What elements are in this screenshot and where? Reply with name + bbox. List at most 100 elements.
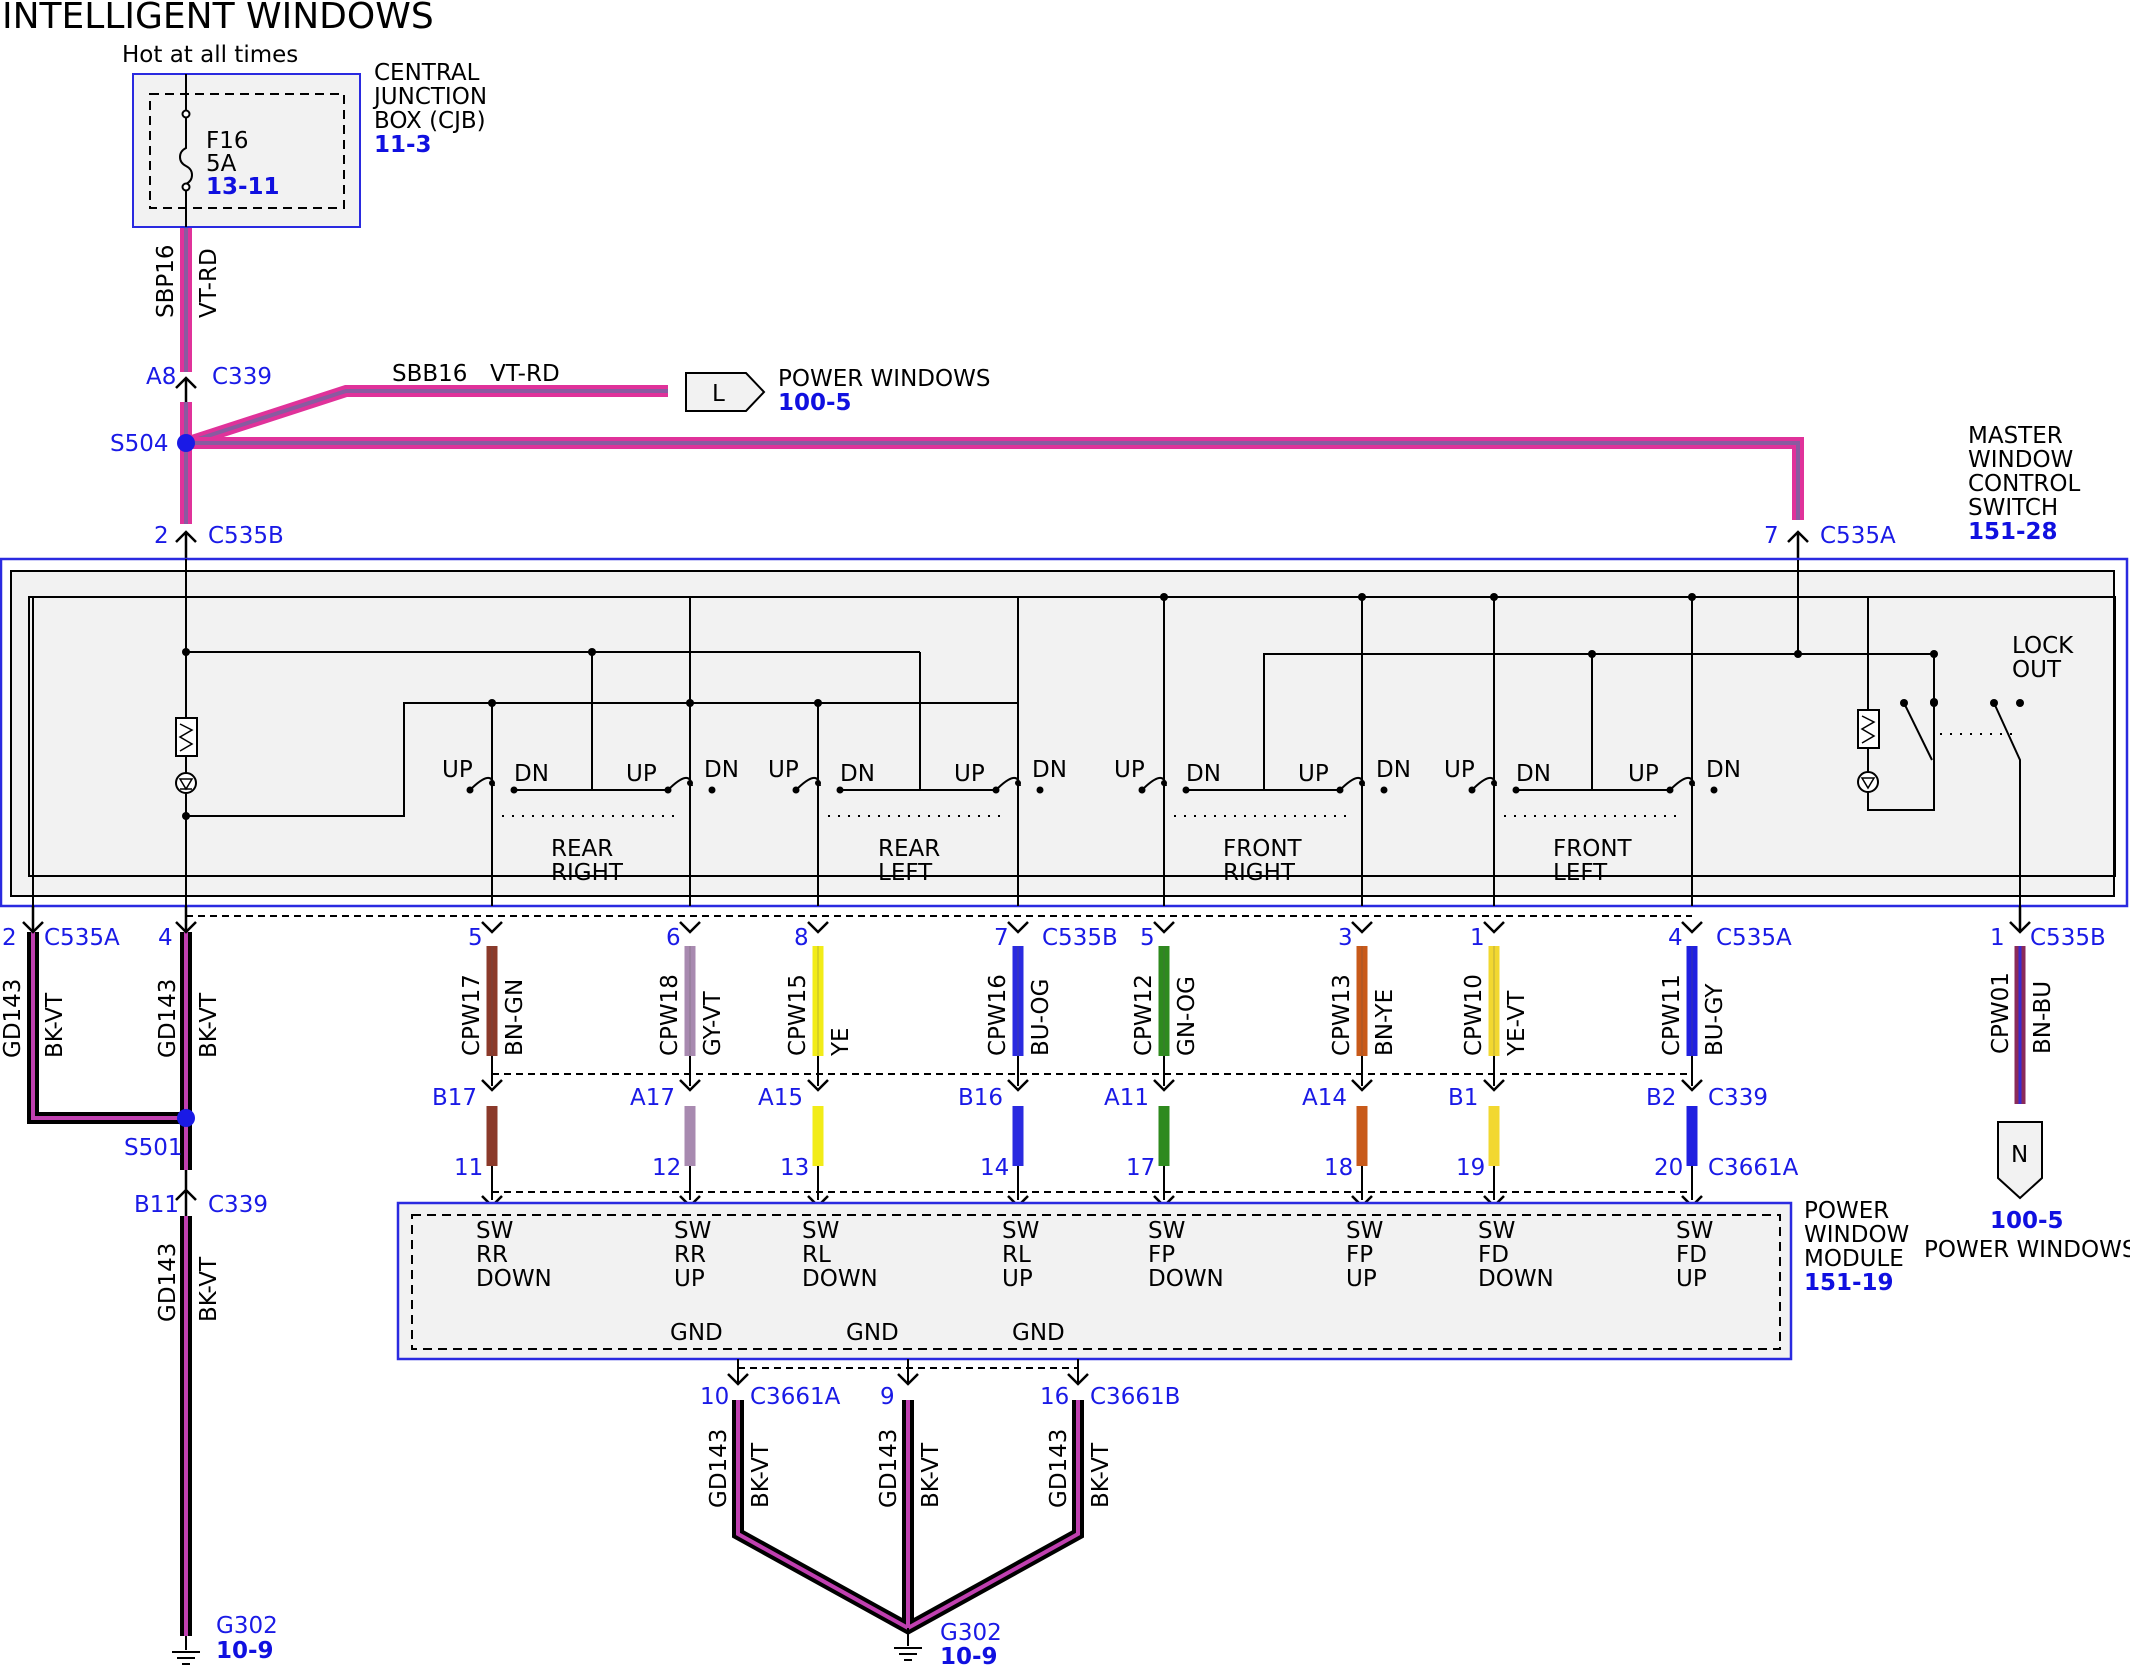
- switch-dn-label: DN: [704, 757, 739, 783]
- lockout-label-line1: LOCK: [2012, 633, 2074, 659]
- gnd-color-3: BK-VT: [1088, 1442, 1114, 1508]
- group-label-line1: REAR: [551, 836, 613, 862]
- module-ground-name: G302: [940, 1620, 1002, 1646]
- central-junction-box: F16 5A 13-11 CENTRAL JUNCTION BOX (CJB) …: [132, 60, 487, 228]
- feed-color-label: VT-RD: [196, 248, 222, 318]
- module-pin-line2: RL: [802, 1242, 831, 1268]
- module-pin-line3: DOWN: [802, 1266, 878, 1292]
- branch-destination-label: POWER WINDOWS: [778, 366, 990, 392]
- pwm-reference-link[interactable]: 151-19: [1804, 1270, 1894, 1296]
- cpw01-destination-label: POWER WINDOWS: [1924, 1237, 2130, 1263]
- master-label-line3: CONTROL: [1968, 471, 2081, 497]
- left-ground-path: 2 C535A 4 GD143 BK-VT GD143 BK-VT S501 B…: [0, 906, 278, 1665]
- module-pin-line1: SW: [674, 1218, 711, 1244]
- connector-top-icon: [1351, 921, 1373, 934]
- wire-circuit: CPW11: [1659, 974, 1685, 1056]
- master-window-control-switch: LOCK OUT: [0, 557, 2129, 908]
- wire-mid-pin: B16: [958, 1085, 1003, 1111]
- connector-top-icon: [1483, 921, 1505, 934]
- master-left-connector: C535B: [208, 523, 284, 549]
- wire-mid-pin: B17: [432, 1085, 477, 1111]
- wire-circuit: CPW13: [1329, 974, 1355, 1056]
- splice-s504-label: S504: [110, 431, 169, 457]
- wire-bottom-pin: 17: [1126, 1155, 1155, 1181]
- wire-top-connector: C535A: [1716, 925, 1792, 951]
- switch-up-label: UP: [1444, 757, 1475, 783]
- wire-color: GY-VT: [700, 990, 726, 1056]
- module-pin-line1: SW: [802, 1218, 839, 1244]
- gnd-circuit-2: GD143: [876, 1429, 902, 1508]
- wire-bottom-connector: C3661A: [1708, 1155, 1799, 1181]
- branch-reference-link[interactable]: 100-5: [778, 390, 852, 416]
- pwm-label-line2: WINDOW: [1804, 1222, 1909, 1248]
- cjb-reference-link[interactable]: 11-3: [374, 132, 432, 158]
- lockout-label-line2: OUT: [2012, 657, 2062, 683]
- connector-tag-l-icon: [685, 372, 766, 412]
- wire-top-connector: C535B: [1042, 925, 1118, 951]
- wire-mid-pin: A15: [758, 1085, 803, 1111]
- wire-mid-pin: B1: [1448, 1085, 1478, 1111]
- cpw01-tag: N: [2011, 1142, 2028, 1168]
- left-ground-pin-b: 4: [158, 925, 173, 951]
- connector-mid-icon: [679, 1079, 701, 1092]
- connector-mid-icon: [1153, 1079, 1175, 1092]
- connector-mid-icon: [1483, 1079, 1505, 1092]
- wire-top-pin: 5: [468, 925, 483, 951]
- connector-c535a-pin2-icon: [22, 906, 44, 934]
- wire-top-pin: 1: [1470, 925, 1485, 951]
- splice-s504-icon: [177, 434, 195, 452]
- connector-c535b-icon: [175, 530, 197, 560]
- left-ground-color-b: BK-VT: [196, 992, 222, 1058]
- fuse-icon: [179, 118, 193, 227]
- wire-circuit: CPW12: [1131, 974, 1157, 1056]
- left-ground-reference-link[interactable]: 10-9: [216, 1638, 274, 1664]
- branch-circuit-label: SBB16: [392, 361, 467, 387]
- switch-dn-label: DN: [1706, 757, 1741, 783]
- wire-bottom-pin: 20: [1654, 1155, 1683, 1181]
- connector-mid-icon: [1007, 1079, 1029, 1092]
- module-ground-reference-link[interactable]: 10-9: [940, 1644, 998, 1667]
- gnd-label-1: GND: [670, 1320, 723, 1346]
- cpw01-reference-link[interactable]: 100-5: [1990, 1208, 2064, 1234]
- wire-mid-connector: C339: [1708, 1085, 1768, 1111]
- module-pin-line1: SW: [1676, 1218, 1713, 1244]
- fuse-reference-link[interactable]: 13-11: [206, 174, 280, 200]
- connector-c339-icon: [175, 376, 197, 402]
- master-right-connector: C535A: [1820, 523, 1896, 549]
- cpw01-circuit: CPW01: [1988, 972, 2014, 1054]
- group-label-line1: FRONT: [1553, 836, 1633, 862]
- group-label-line2: LEFT: [878, 860, 933, 886]
- power-window-module: SWRRDOWNSWRRUPSWRLDOWNSWRLUPSWFPDOWNSWFP…: [396, 1201, 1793, 1361]
- master-label-line2: WINDOW: [1968, 447, 2073, 473]
- feed-circuit-label: SBP16: [153, 244, 179, 318]
- splice-s501-label: S501: [124, 1135, 183, 1161]
- wire-circuit: CPW17: [459, 974, 485, 1056]
- group-label-line2: LEFT: [1553, 860, 1608, 886]
- diagram-title: INTELLIGENT WINDOWS: [2, 0, 434, 37]
- left-ground-circuit-a: GD143: [0, 979, 26, 1058]
- module-ground-symbol-icon: [894, 1628, 922, 1661]
- master-reference-link[interactable]: 151-28: [1968, 519, 2058, 545]
- module-pin-line1: SW: [1002, 1218, 1039, 1244]
- module-pin-line2: RR: [476, 1242, 508, 1268]
- switch-dn-label: DN: [1376, 757, 1411, 783]
- switch-dn-label: DN: [840, 761, 875, 787]
- group-label-line1: REAR: [878, 836, 940, 862]
- module-pin-line2: RR: [674, 1242, 706, 1268]
- wire-circuit: CPW18: [657, 974, 683, 1056]
- wire-bottom-pin: 11: [454, 1155, 483, 1181]
- cpw01-connector: C535B: [2030, 925, 2106, 951]
- feed-pin: A8: [146, 364, 176, 390]
- module-pin-line2: RL: [1002, 1242, 1031, 1268]
- fuse-terminal-icon: [181, 109, 191, 119]
- wire-color: BU-GY: [1702, 983, 1728, 1056]
- module-pin-line2: FD: [1478, 1242, 1509, 1268]
